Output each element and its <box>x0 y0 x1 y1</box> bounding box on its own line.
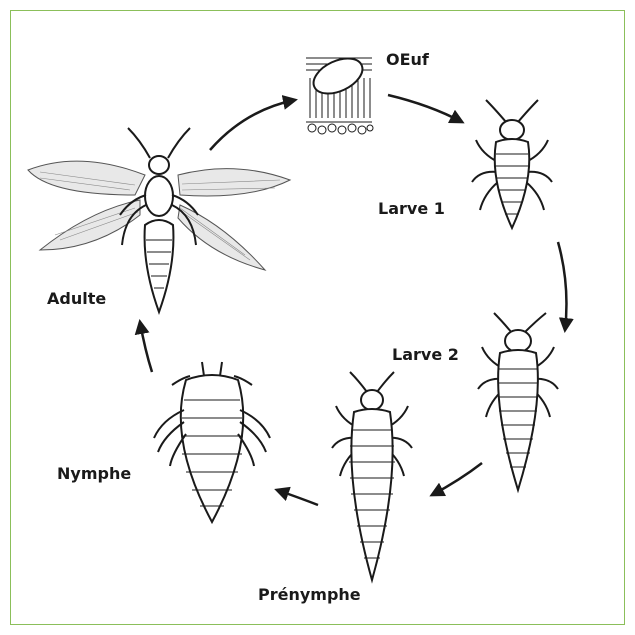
label-prenymph: Prénymphe <box>258 587 361 603</box>
arrow-nymph-to-adult <box>140 322 152 372</box>
arrow-prenymph-to-nymph <box>277 490 318 505</box>
larva2-illustration <box>478 313 558 490</box>
arrow-larva1-to-larva2 <box>558 242 566 330</box>
prenymph-illustration <box>332 372 412 580</box>
label-larva1: Larve 1 <box>378 201 445 217</box>
arrow-adult-to-egg <box>210 100 295 150</box>
arrow-larva2-to-prenymph <box>432 463 482 495</box>
adult-lacewing-illustration <box>28 128 290 312</box>
label-adult: Adulte <box>47 291 106 307</box>
label-larva2: Larve 2 <box>392 347 459 363</box>
label-egg: OEuf <box>386 52 429 68</box>
larva1-illustration <box>472 100 552 228</box>
nymph-illustration <box>154 362 270 522</box>
arrow-egg-to-larva1 <box>388 95 462 122</box>
label-nymph: Nymphe <box>57 466 131 482</box>
egg-illustration <box>303 51 375 140</box>
